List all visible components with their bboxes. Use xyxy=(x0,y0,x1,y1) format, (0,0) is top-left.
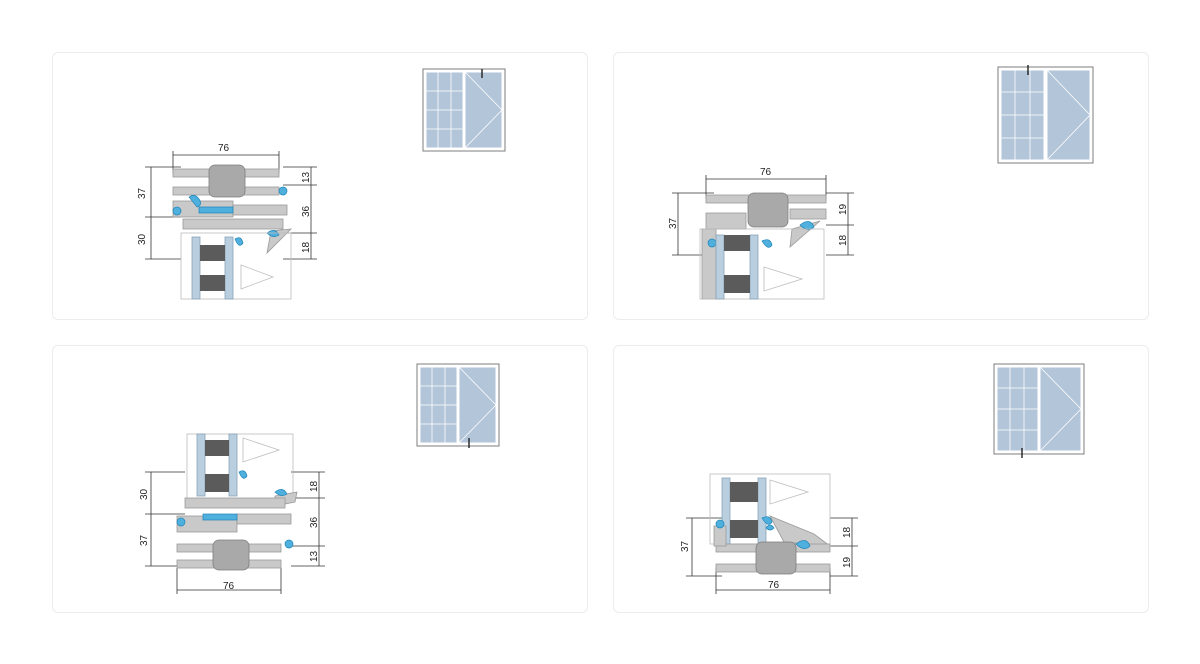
dimension-lines-1 xyxy=(145,151,317,260)
dim-right-36: 36 xyxy=(301,205,312,217)
window-thumbnail-1 xyxy=(422,68,506,152)
glazing-unit-3 xyxy=(186,433,294,501)
dim-left-37: 37 xyxy=(680,540,691,552)
profile-panel-4: 76 37 18 19 xyxy=(613,345,1149,613)
glazing-unit-2 xyxy=(699,228,825,300)
window-thumbnail-4 xyxy=(993,363,1085,458)
dim-left-37: 37 xyxy=(668,217,679,229)
profile-section-drawing-1: 76 37 30 13 36 18 xyxy=(137,68,506,300)
profile-section-drawing-2: 76 37 19 18 xyxy=(668,65,1094,300)
aluminum-profile-3 xyxy=(176,491,298,571)
dim-right-36: 36 xyxy=(309,516,320,528)
glazing-unit-1 xyxy=(180,232,292,300)
dim-left-30: 30 xyxy=(137,233,148,245)
dim-width-76: 76 xyxy=(223,581,235,592)
dim-left-37: 37 xyxy=(137,187,148,199)
aluminum-profile-4 xyxy=(713,515,832,575)
dim-right-18: 18 xyxy=(842,526,853,538)
dim-left-30: 30 xyxy=(139,488,150,500)
profile-section-drawing-3: 76 30 37 18 36 13 xyxy=(139,363,500,594)
dim-right-13: 13 xyxy=(301,171,312,183)
profile-section-drawing-4: 76 37 18 19 xyxy=(680,363,1085,594)
gaskets-4 xyxy=(715,516,811,549)
dim-right-18: 18 xyxy=(838,234,849,246)
dimension-lines-4 xyxy=(686,517,858,594)
dim-right-19: 19 xyxy=(838,203,849,215)
gaskets-3 xyxy=(176,470,294,549)
dim-width-76: 76 xyxy=(768,580,780,591)
dim-right-19: 19 xyxy=(842,556,853,568)
profile-panel-3: 76 30 37 18 36 13 xyxy=(52,345,588,613)
gaskets-1 xyxy=(172,186,288,246)
window-thumbnail-3 xyxy=(416,363,500,448)
window-thumbnail-2 xyxy=(997,65,1094,164)
dim-width-76: 76 xyxy=(760,167,772,178)
dim-right-18: 18 xyxy=(309,480,320,492)
dim-right-18: 18 xyxy=(301,241,312,253)
dim-left-37: 37 xyxy=(139,534,150,546)
glazing-unit-4 xyxy=(709,473,831,545)
profile-panel-2: 76 37 19 18 xyxy=(613,52,1149,320)
dim-width-76: 76 xyxy=(218,143,230,154)
dim-right-13: 13 xyxy=(309,550,320,562)
profile-panel-1: 76 37 30 13 36 18 xyxy=(52,52,588,320)
dimension-lines-2 xyxy=(672,175,854,256)
gaskets-2 xyxy=(707,221,815,248)
